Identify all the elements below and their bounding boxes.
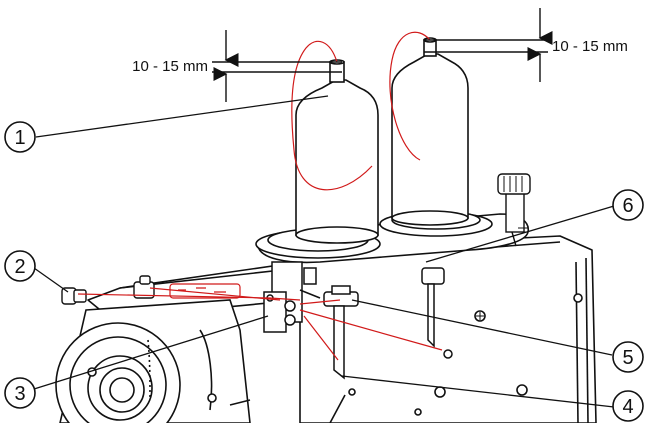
stand-post <box>497 173 531 247</box>
thread-path <box>77 31 443 361</box>
callout-2-label: 2 <box>14 256 25 278</box>
cone-left <box>295 59 379 244</box>
callout-5-label: 5 <box>622 347 633 369</box>
dimension-right: 10 - 15 mm <box>424 8 628 82</box>
leader-lines <box>33 95 615 408</box>
machine-head <box>87 235 597 424</box>
callout-1: 1 <box>4 121 36 153</box>
callout-6-label: 6 <box>622 195 633 217</box>
callout-3-label: 3 <box>14 383 25 405</box>
callout-3: 3 <box>4 377 36 409</box>
callout-4-label: 4 <box>622 396 633 418</box>
callout-1-label: 1 <box>14 127 25 149</box>
left-thread-guide <box>61 275 155 305</box>
dimension-label-right: 10 - 15 mm <box>552 38 628 55</box>
thread-guide-post <box>263 261 321 333</box>
callout-5: 5 <box>612 341 644 373</box>
dimension-left: 10 - 15 mm <box>132 30 342 102</box>
callout-2: 2 <box>4 250 36 282</box>
callout-6: 6 <box>612 189 644 221</box>
tension-unit <box>323 267 453 380</box>
dimension-label-left: 10 - 15 mm <box>132 58 208 75</box>
callout-4: 4 <box>612 390 644 422</box>
cone-right <box>391 37 469 226</box>
hand-wheel <box>55 299 251 428</box>
